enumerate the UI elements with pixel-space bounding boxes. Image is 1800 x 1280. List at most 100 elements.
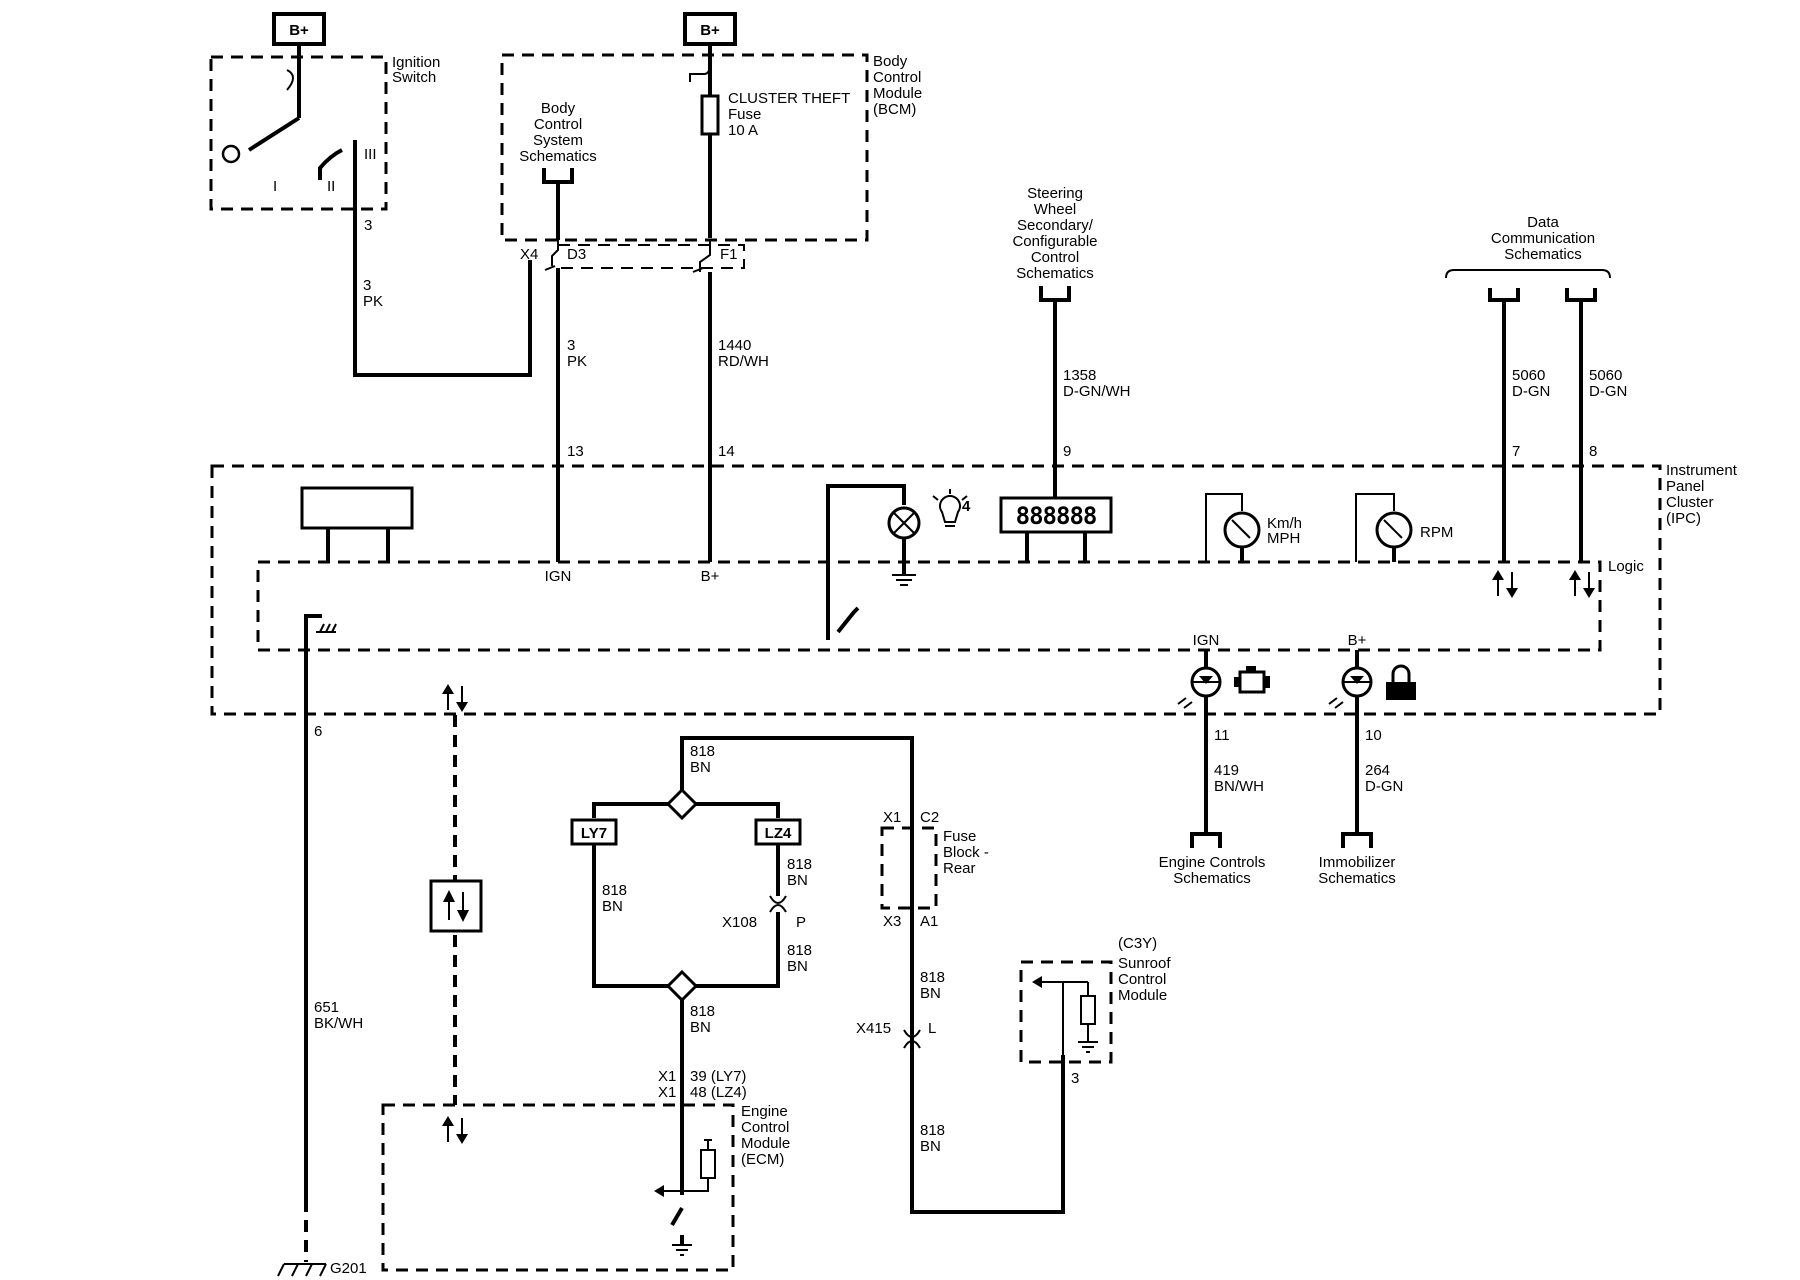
svg-text:BK/WH: BK/WH (314, 1015, 363, 1032)
svg-text:Schematics: Schematics (1173, 870, 1251, 887)
svg-text:Wheel: Wheel (1034, 201, 1077, 218)
svg-text:RD/WH: RD/WH (718, 353, 769, 370)
svg-text:Block -: Block - (943, 844, 989, 861)
svg-text:10 A: 10 A (728, 122, 758, 139)
ly7-option: LY7 (581, 825, 607, 842)
immobilizer-led (1328, 666, 1373, 709)
svg-text:F1: F1 (720, 246, 738, 263)
svg-text:D3: D3 (567, 246, 586, 263)
svg-text:Communication: Communication (1491, 230, 1595, 247)
svg-text:Engine Controls: Engine Controls (1159, 854, 1266, 871)
svg-text:5060: 5060 (1512, 367, 1545, 384)
svg-text:Control: Control (873, 69, 921, 86)
svg-text:3: 3 (1071, 1070, 1079, 1087)
svg-text:Configurable: Configurable (1012, 233, 1097, 250)
svg-text:BN: BN (690, 759, 711, 776)
immobilizer-ref: 10 264 D-GN Immobilizer Schematics (1318, 696, 1403, 887)
svg-text:6: 6 (314, 723, 322, 740)
fuse-block-rear: X1 C2 Fuse Block - Rear X3 A1 818 BN X41… (856, 809, 989, 1155)
svg-text:(IPC): (IPC) (1666, 510, 1701, 527)
engine-led (1177, 666, 1222, 709)
svg-text:Km/h: Km/h (1267, 515, 1302, 532)
svg-text:Cluster: Cluster (1666, 494, 1714, 511)
svg-text:PK: PK (363, 293, 383, 310)
g201-label: G201 (330, 1260, 367, 1277)
svg-text:Panel: Panel (1666, 478, 1704, 495)
sunroof-control-module: (C3Y) Sunroof Control Module 3 (1019, 935, 1171, 1087)
svg-text:BN: BN (920, 1138, 941, 1155)
svg-text:(ECM): (ECM) (741, 1151, 784, 1168)
svg-text:MPH: MPH (1267, 530, 1300, 547)
svg-text:651: 651 (314, 999, 339, 1016)
fuse-label: CLUSTER THEFT (728, 90, 850, 107)
svg-text:Schematics: Schematics (1318, 870, 1396, 887)
engine-control-module: Engine Control Module (ECM) X1 X1 39 (LY… (381, 1068, 790, 1272)
svg-text:P: P (796, 914, 806, 931)
svg-text:Module: Module (873, 85, 922, 102)
instrument-panel-cluster: Instrument Panel Cluster (IPC) Logic IGN… (210, 462, 1738, 716)
svg-text:C2: C2 (920, 809, 939, 826)
svg-text:3: 3 (363, 277, 371, 294)
svg-text:Module: Module (1118, 987, 1167, 1004)
svg-text:(BCM): (BCM) (873, 101, 916, 118)
svg-text:888888: 888888 (1016, 502, 1097, 530)
svg-text:Control: Control (1031, 249, 1079, 266)
wire-ignition-pk: 3 PK (353, 209, 532, 377)
svg-text:IGN: IGN (1193, 632, 1220, 649)
ignition-switch: Ignition Switch I II III 3 (209, 54, 440, 234)
svg-text:D-GN: D-GN (1365, 778, 1403, 795)
svg-text:39 (LY7): 39 (LY7) (690, 1068, 746, 1085)
svg-text:D-GN: D-GN (1589, 383, 1627, 400)
odometer-display: 888888 (999, 496, 1113, 562)
svg-text:BN: BN (787, 872, 808, 889)
svg-text:PK: PK (567, 353, 587, 370)
svg-text:7: 7 (1512, 443, 1520, 460)
svg-text:(C3Y): (C3Y) (1118, 935, 1157, 952)
svg-text:Body: Body (873, 53, 908, 70)
svg-text:System: System (533, 132, 583, 149)
bulb-icon (932, 489, 968, 527)
bcm-connectors: X4 D3 F1 (520, 240, 745, 273)
svg-text:X1: X1 (658, 1068, 676, 1085)
svg-text:X1: X1 (883, 809, 901, 826)
svg-text:818: 818 (787, 856, 812, 873)
svg-text:BN: BN (602, 898, 623, 915)
svg-text:Steering: Steering (1027, 185, 1083, 202)
svg-text:IGN: IGN (545, 568, 572, 585)
svg-text:I: I (273, 178, 277, 195)
svg-text:RPM: RPM (1420, 524, 1453, 541)
ground-wire-g201: 6 651 BK/WH G201 (277, 650, 367, 1277)
svg-text:3: 3 (364, 217, 372, 234)
data-arrows-icon (1492, 570, 1595, 598)
svg-text:Sunroof: Sunroof (1118, 955, 1171, 972)
svg-text:II: II (327, 178, 335, 195)
svg-text:818: 818 (690, 743, 715, 760)
check-engine-icon (1234, 666, 1270, 694)
svg-text:10: 10 (1365, 727, 1382, 744)
engine-controls-ref: 11 419 BN/WH Engine Controls Schematics (1159, 696, 1266, 887)
svg-text:Module: Module (741, 1135, 790, 1152)
svg-text:Schematics: Schematics (519, 148, 597, 165)
svg-text:X4: X4 (520, 246, 538, 263)
svg-text:B+: B+ (700, 22, 720, 39)
svg-text:Fuse: Fuse (943, 828, 976, 845)
lz4-option: LZ4 (765, 825, 792, 842)
svg-text:Control: Control (1118, 971, 1166, 988)
svg-text:Ignition: Ignition (392, 54, 440, 71)
x415-label: X415 (856, 1020, 891, 1037)
lock-icon (1386, 664, 1416, 700)
svg-text:Instrument: Instrument (1666, 462, 1738, 479)
warning-lamp (887, 506, 921, 540)
svg-text:Secondary/: Secondary/ (1017, 217, 1094, 234)
svg-text:4: 4 (962, 498, 971, 515)
svg-text:BN: BN (690, 1019, 711, 1036)
svg-text:Body: Body (541, 100, 576, 117)
svg-text:Immobilizer: Immobilizer (1319, 854, 1396, 871)
x108-label: X108 (722, 914, 757, 931)
wire-ipc-13: 3 PK 13 (528, 260, 587, 562)
svg-text:D-GN/WH: D-GN/WH (1063, 383, 1131, 400)
svg-text:D-GN: D-GN (1512, 383, 1550, 400)
wire-818-network: 818 BN LY7 LZ4 818 BN 818 BN X108 P 818 … (570, 736, 1065, 1214)
svg-text:Schematics: Schematics (1016, 265, 1094, 282)
